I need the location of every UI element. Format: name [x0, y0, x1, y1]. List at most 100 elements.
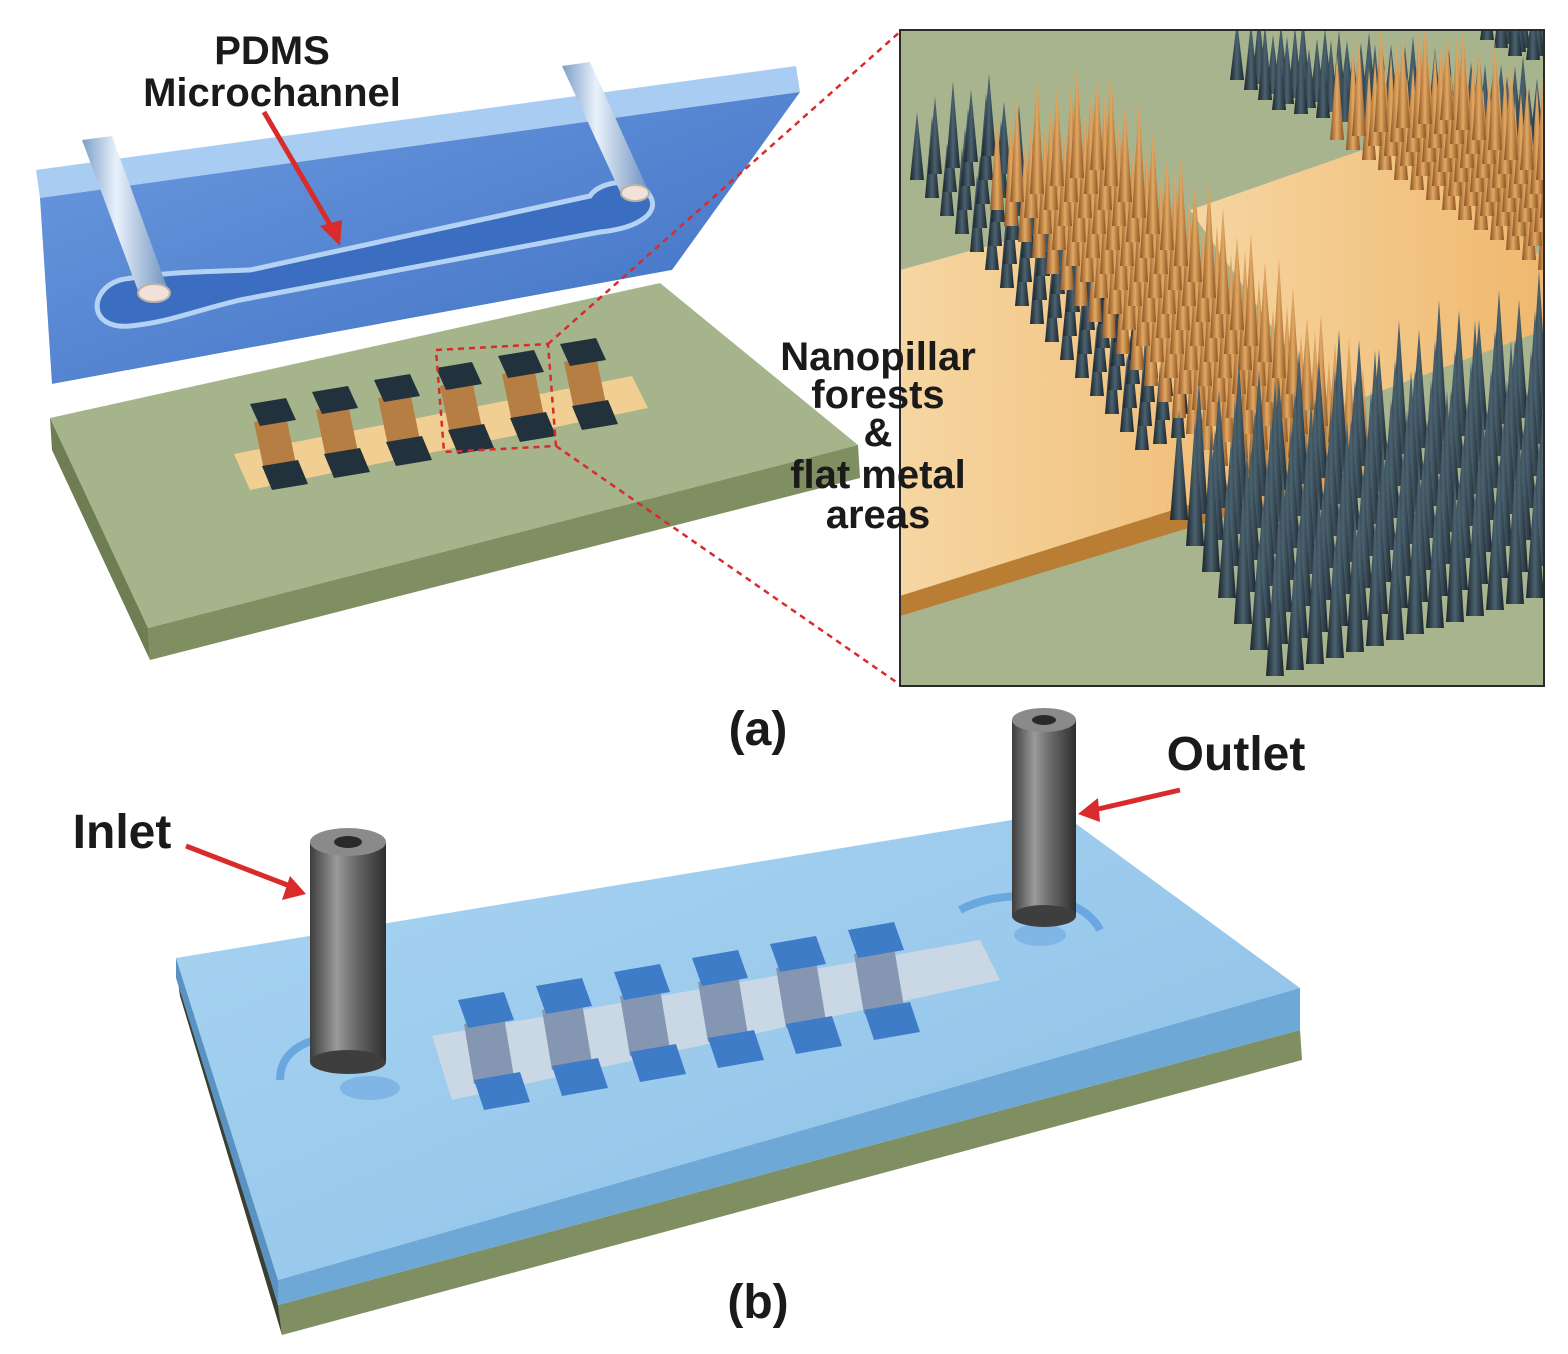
nanopillar: [1230, 30, 1244, 80]
nanopillar: [1010, 95, 1024, 202]
electrode-gold: [502, 368, 544, 422]
nanopillar: [1128, 212, 1142, 306]
nanopillar: [964, 89, 978, 162]
nanopillar: [1418, 30, 1432, 124]
electrode-pad-top: [770, 936, 826, 972]
nanopillar: [1218, 479, 1236, 598]
substrate-front-side: [148, 445, 860, 660]
inlet-tube: [310, 828, 400, 1100]
nanopillar: [1546, 450, 1564, 592]
zoom-inset: [899, 13, 1568, 687]
electrode-gold: [854, 947, 904, 1014]
electrode-pad-top: [458, 992, 514, 1028]
zoom-label-line3: &: [864, 411, 893, 455]
nanopillar: [1544, 13, 1558, 64]
electrode-pad-bottom: [708, 1030, 764, 1068]
panel-a-label: (a): [729, 703, 788, 756]
nanopillar: [1090, 76, 1104, 170]
nanopillar: [1244, 30, 1258, 90]
substrate-left-side: [50, 418, 150, 660]
electrode-pad-top: [374, 374, 420, 402]
pdms-bottom-edge: [50, 270, 672, 404]
nanopillar: [1558, 370, 1568, 496]
nanopillar: [1216, 207, 1230, 314]
nanopillar: [1386, 529, 1404, 640]
nanopillar: [1170, 409, 1188, 520]
nanopillar: [1352, 39, 1366, 136]
zoom-leader-top: [547, 29, 903, 345]
nanopillar: [1126, 148, 1140, 242]
nanopillar: [1488, 41, 1502, 150]
nanopillar: [1118, 101, 1132, 202]
electrode-gold: [542, 1003, 592, 1070]
nanopillar: [1160, 156, 1174, 250]
electrode-pad-bottom: [786, 1016, 842, 1054]
nanopillar: [1272, 46, 1286, 110]
electrode-pad-top: [250, 398, 296, 426]
flat-metal-area-right: [1190, 130, 1544, 410]
electrode-pad-bottom: [864, 1002, 920, 1040]
nanopillar: [1330, 55, 1344, 140]
electrode-pad-bottom: [448, 424, 494, 454]
nanopillar: [1486, 499, 1504, 610]
nanopillar: [1286, 287, 1300, 394]
nanopillar: [1326, 539, 1344, 658]
nanopillar: [1196, 228, 1210, 322]
nanopillar: [1060, 196, 1074, 290]
inlet-label: Inlet: [73, 806, 172, 859]
nanopillar: [1480, 30, 1494, 40]
nanopillar: [1202, 178, 1216, 298]
electrode-gold: [620, 989, 670, 1056]
nanopillar: [1520, 85, 1534, 170]
substrate-top: [50, 283, 858, 628]
panel-a: PDMS Microchannel: [36, 13, 1568, 756]
nanopillar: [910, 112, 924, 180]
nanopillar: [946, 80, 960, 168]
nanopillar: [1244, 232, 1258, 346]
nanopillar: [1550, 450, 1568, 561]
nanopillar: [1174, 152, 1188, 266]
nanopillar: [1164, 284, 1178, 378]
electrode-pad-top: [436, 362, 482, 390]
nanopillar: [928, 96, 942, 174]
electrode-array: [250, 338, 618, 490]
substrate-chip: [50, 283, 860, 660]
nanopillar: [1198, 292, 1212, 386]
nanopillar: [1374, 30, 1388, 132]
nanopillar: [1294, 37, 1308, 115]
nanopillar: [1286, 559, 1304, 670]
nanopillar: [1030, 74, 1044, 194]
panel-b-label: (b): [727, 1276, 788, 1329]
nanopillar: [1202, 430, 1220, 572]
nanopillar: [1258, 261, 1272, 362]
nanopillar: [1058, 132, 1072, 226]
electrode-pad-top: [692, 950, 748, 986]
nanopillar: [1306, 530, 1324, 664]
electrode-pad-top: [536, 978, 592, 1014]
zoom-label-line1: Nanopillar: [780, 335, 976, 379]
nanopillar: [1366, 519, 1384, 646]
electrode-pad-bottom: [262, 460, 308, 490]
nanopillar: [1092, 140, 1106, 234]
nanopillar-forest-dark-bottom: [1170, 270, 1568, 676]
zoom-label-line5: areas: [826, 493, 931, 537]
tube-right: [562, 62, 650, 202]
electrode-pad-bottom: [386, 436, 432, 466]
electrode-gold: [378, 392, 420, 446]
nanopillar: [1504, 63, 1518, 160]
electrode-pad-bottom: [324, 448, 370, 478]
electrode-gold: [254, 416, 296, 470]
nanopillar: [990, 116, 1004, 210]
outlet-label: Outlet: [1167, 728, 1306, 781]
electrode-pad-top: [614, 964, 670, 1000]
electrode-pad-top: [312, 386, 358, 414]
electrode-pad-bottom: [630, 1044, 686, 1082]
nanopillar: [1050, 85, 1064, 186]
electrode-pad-top: [560, 338, 606, 366]
nanopillar: [997, 101, 1011, 174]
nanopillar: [1556, 137, 1568, 228]
nanopillar: [1560, 175, 1568, 266]
zoom-indicator: [434, 29, 903, 688]
nanopillar: [1316, 50, 1330, 118]
